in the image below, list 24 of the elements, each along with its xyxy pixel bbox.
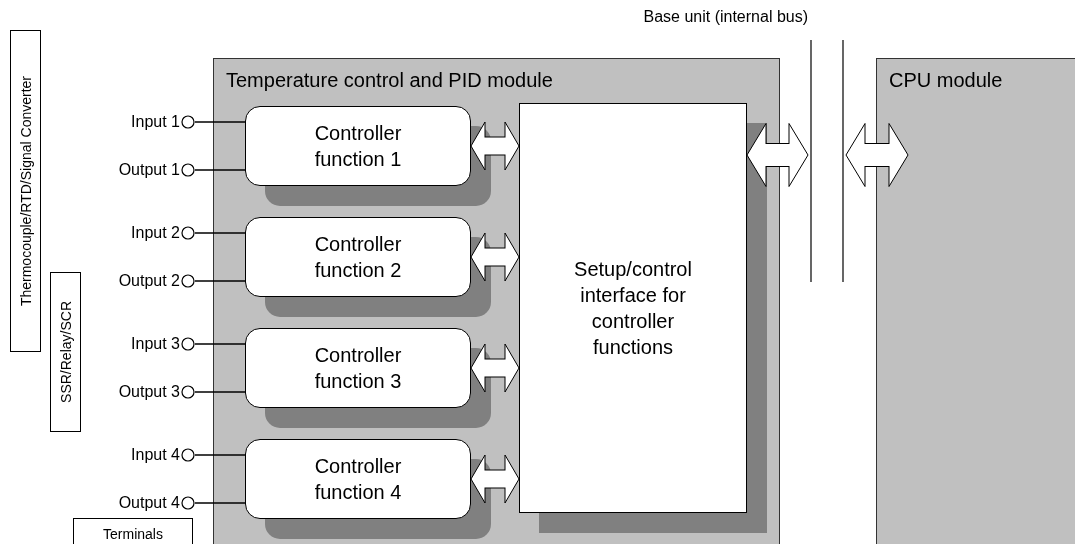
connector-line (194, 502, 246, 504)
terminal-label: Output 3 (118, 383, 180, 401)
connector-line (194, 454, 246, 456)
terminal-label: Output 1 (118, 161, 180, 179)
signal-type-box: Thermocouple/RTD/Signal Converter (10, 30, 41, 352)
terminal-label: Output 2 (118, 272, 180, 290)
terminal-label: Input 1 (131, 113, 180, 131)
connector-line (194, 232, 246, 234)
terminal-label: Input 2 (131, 224, 180, 242)
terminal-label: Input 3 (131, 335, 180, 353)
connector-line (194, 280, 246, 282)
connector-line (194, 391, 246, 393)
module-title: CPU module (889, 69, 1003, 92)
bus-label: Base unit (internal bus) (643, 8, 808, 26)
connector-line (194, 343, 246, 345)
module-panel (876, 58, 1075, 544)
terminal-label: Input 4 (131, 446, 180, 464)
terminals-box: Terminals (73, 518, 193, 544)
module-panel (213, 58, 780, 544)
connector-line (194, 121, 246, 123)
signal-type-box: SSR/Relay/SCR (50, 272, 81, 432)
connector-line (194, 169, 246, 171)
module-title: Temperature control and PID module (226, 69, 553, 92)
terminal-label: Output 4 (118, 494, 180, 512)
